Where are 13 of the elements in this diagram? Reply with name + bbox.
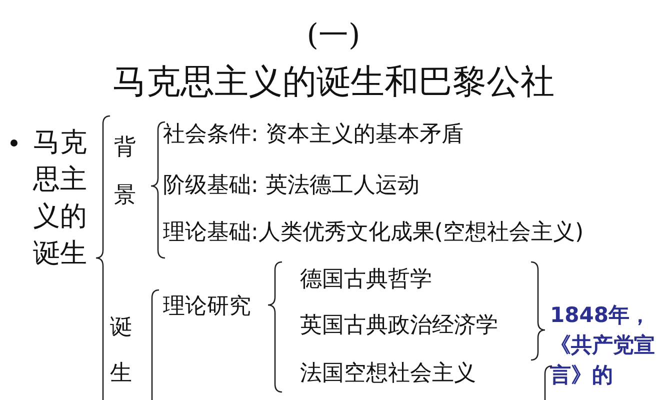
outline-text: 社会条件: 资本主义的基本矛盾 [163, 121, 464, 149]
outline-text: 1848年，《共产党宣言》的 [550, 302, 656, 389]
title: 马克思主义的诞生和巴黎公社 [112, 61, 556, 104]
outline-text: 背景 [114, 134, 137, 210]
outline-text: 理论研究 [163, 293, 251, 321]
topic-text: 马克思主义的诞生 [33, 126, 88, 271]
section-number: (一) [306, 18, 362, 54]
outline-text: 诞生 [110, 314, 133, 388]
outline-text: 阶级基础: 英法德工人运动 [163, 172, 420, 200]
outline-text: 法国空想社会主义 [300, 360, 476, 388]
outline-text: 德国古典哲学 [300, 266, 432, 294]
outline-text: 理论基础:人类优秀文化成果(空想社会主义) [163, 219, 584, 247]
outline-text: 英国古典政治经济学 [300, 312, 498, 340]
